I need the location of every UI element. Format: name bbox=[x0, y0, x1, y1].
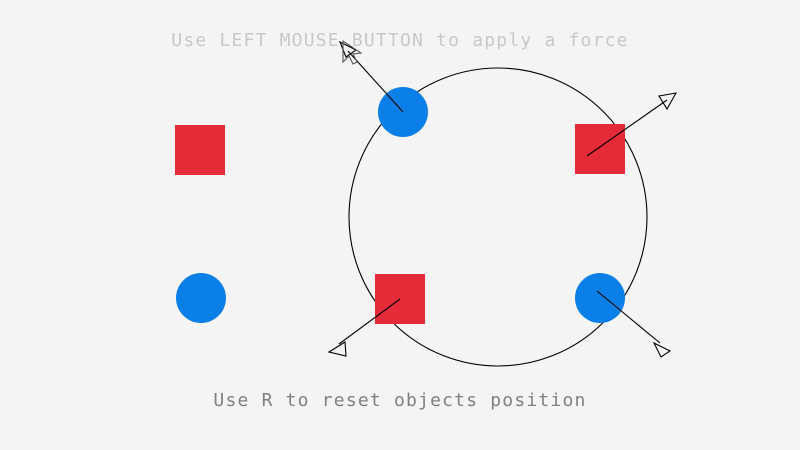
force-vector-circle-bottom-right bbox=[596, 290, 672, 358]
body-circle-bottom-right[interactable] bbox=[575, 273, 625, 323]
hint-reset-objects: Use R to reset objects position bbox=[213, 390, 587, 411]
force-vector-circle-top bbox=[338, 40, 404, 113]
hint-apply-force: Use LEFT MOUSE BUTTON to apply a force bbox=[171, 30, 629, 51]
body-square-top-right[interactable] bbox=[575, 124, 625, 174]
force-vector-square-top-right bbox=[586, 92, 678, 157]
body-circle-bottom-left[interactable] bbox=[176, 273, 226, 323]
body-square-left[interactable] bbox=[175, 125, 225, 175]
force-vector-square-bottom-center bbox=[327, 298, 401, 357]
mouse-pointer-icon bbox=[342, 39, 363, 65]
container-boundary-circle bbox=[348, 67, 648, 367]
